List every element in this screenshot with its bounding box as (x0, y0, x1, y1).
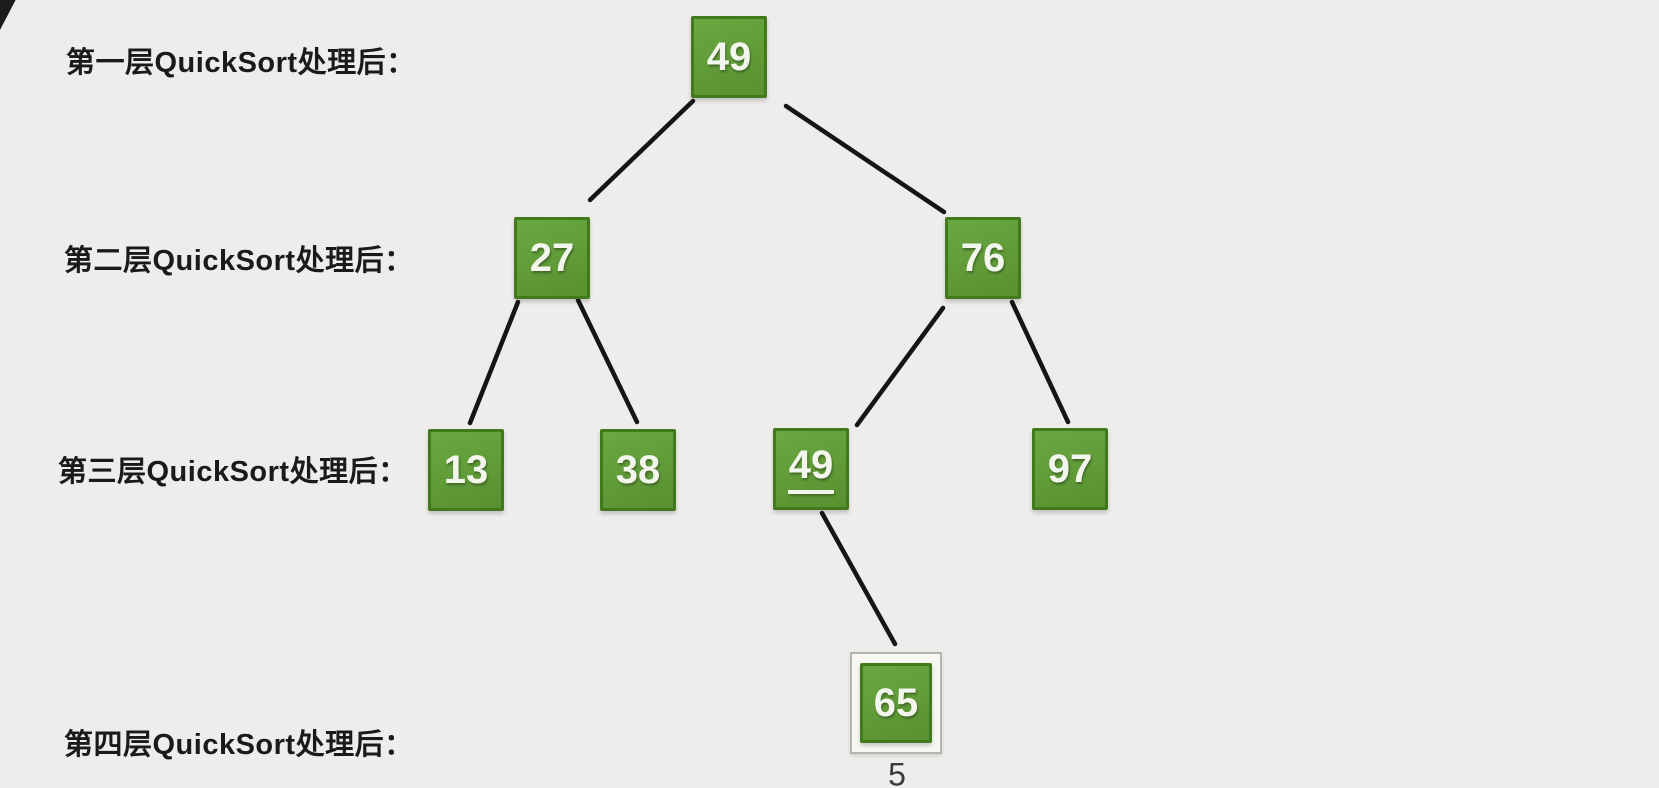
level-label-4: 第四层QuickSort处理后： (64, 729, 414, 761)
tree-node-level3-13: 13 (428, 429, 504, 511)
node-value: 13 (443, 448, 489, 492)
tree-edge-level1-49-to-level2-76 (783, 103, 947, 215)
tree-edge-level1-49-to-level2-27 (587, 98, 696, 203)
node-value: 97 (1047, 447, 1093, 491)
node-value: 76 (960, 236, 1006, 280)
node-value: 49 (706, 35, 752, 79)
tree-node-level2-27: 27 (514, 217, 590, 299)
tree-node-level4-65: 65 (860, 663, 932, 743)
tree-node-level2-76: 76 (945, 217, 1021, 299)
level-label-1: 第一层QuickSort处理后： (66, 47, 416, 79)
node-value: 65 (873, 681, 919, 725)
tree-edge-level3-49-to-level4-65 (819, 510, 898, 647)
tree-node-level3-97: 97 (1032, 428, 1108, 510)
tree-edge-level2-76-to-level3-49 (854, 305, 946, 428)
tree-node-level1-49: 49 (691, 16, 767, 98)
node-frame-level4-65: 65 (850, 652, 942, 754)
node-value: 27 (529, 236, 575, 280)
page-number: 5 (888, 756, 906, 788)
tree-edge-level2-27-to-level3-13 (467, 299, 521, 426)
tree-edge-level2-27-to-level3-38 (575, 297, 640, 425)
level-label-3: 第三层QuickSort处理后： (58, 456, 408, 488)
node-value: 49 (788, 442, 834, 487)
tree-node-level3-38: 38 (600, 429, 676, 511)
node-value: 38 (615, 448, 661, 492)
tree-edge-level2-76-to-level3-97 (1009, 299, 1071, 425)
level-label-2: 第二层QuickSort处理后： (64, 245, 414, 277)
pivot-underline (788, 489, 834, 494)
tree-node-level3-49: 49 (773, 428, 849, 510)
